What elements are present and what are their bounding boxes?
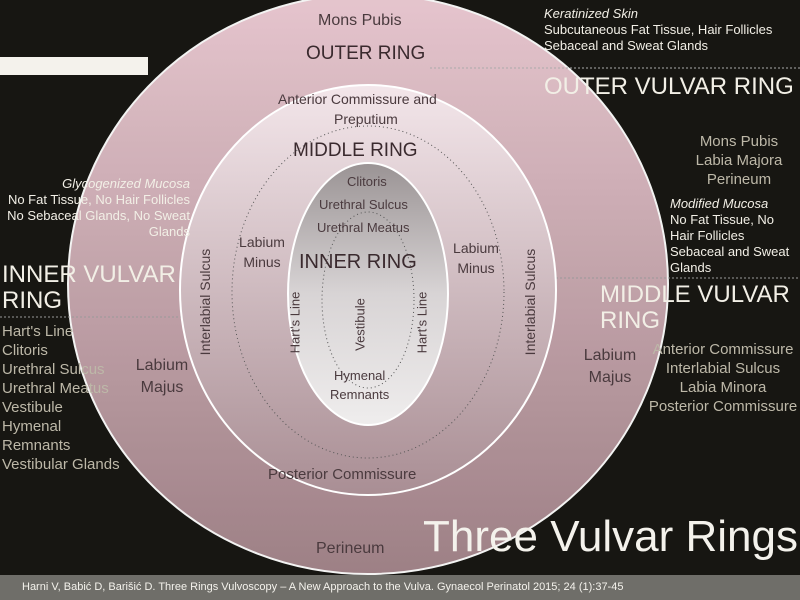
inner-vulvar-ring-heading: INNER VULVAR RING: [2, 261, 176, 314]
list-item: Perineum: [706, 171, 772, 188]
middle-dotted-line: [231, 125, 505, 459]
inner-ring: [287, 162, 449, 426]
perineum-label: Perineum: [316, 540, 385, 557]
urethral-sulcus-label: Urethral Sulcus: [319, 197, 408, 212]
inner-desc-line: No Sebaceal Glands, No Sweat Glands: [7, 208, 190, 239]
harts-line-right: Hart's Line: [414, 291, 430, 354]
labium-majus-right: Labium Majus: [583, 347, 637, 386]
middle-description: Modified Mucosa No Fat Tissue, No Hair F…: [670, 196, 798, 276]
outer-vulvar-ring-heading: OUTER VULVAR RING: [544, 73, 794, 100]
inner-desc-title: Glycogenized Mucosa: [62, 176, 190, 191]
urethral-meatus-label: Urethral Meatus: [317, 220, 410, 235]
outer-desc-title: Keratinized Skin: [544, 6, 638, 21]
hymenal-label: Hymenal: [334, 368, 386, 383]
middle-vulvar-ring-heading: MIDDLE VULVAR RING: [600, 281, 790, 334]
outer-list: Mons Pubis Labia Majora Perineum: [680, 132, 798, 189]
list-item: Vestibular Glands: [2, 456, 120, 473]
middle-ring-label: MIDDLE RING: [293, 140, 418, 161]
labium-majus-left: Labium Majus: [135, 357, 189, 396]
labium-minus-left: Labium Minus: [239, 234, 285, 270]
list-item: Labia Majora: [695, 152, 783, 169]
interlabial-sulcus-right: Interlabial Sulcus: [522, 248, 538, 356]
inner-description: Glycogenized Mucosa No Fat Tissue, No Ha…: [2, 176, 190, 240]
outer-ring-label: OUTER RING: [306, 43, 426, 64]
middle-desc-line: Sebaceal and Sweat Glands: [670, 244, 790, 275]
list-item: Anterior Commissure: [652, 341, 794, 358]
list-item: Interlabial Sulcus: [665, 360, 781, 377]
inner-desc-line: No Fat Tissue, No Hair Follicles: [7, 192, 190, 207]
preputium-label: Preputium: [334, 111, 398, 127]
vestibule-label: Vestibule: [352, 298, 368, 351]
outer-desc-line: Subcutaneous Fat Tissue, Hair Follicles: [544, 22, 773, 37]
list-item: Vestibule: [2, 399, 63, 416]
citation-footer: Harni V, Babić D, Barišić D. Three Rings…: [0, 575, 800, 600]
posterior-commissure-label: Posterior Commissure: [268, 466, 417, 483]
interlabial-sulcus-left: Interlabial Sulcus: [197, 248, 213, 356]
anterior-commissure-label: Anterior Commissure and: [278, 91, 437, 107]
slide-title: Three Vulvar Rings: [423, 512, 798, 561]
list-item: Posterior Commissure: [648, 398, 798, 415]
list-item: Hart's Line: [2, 323, 74, 340]
middle-list: Anterior Commissure Interlabial Sulcus L…: [648, 340, 798, 416]
harts-line: [321, 211, 415, 389]
inner-ring-label: INNER RING: [299, 251, 417, 273]
clitoris-label: Clitoris: [347, 174, 387, 189]
outer-desc-line: Sebaceal and Sweat Glands: [544, 38, 709, 53]
list-item: Hymenal Remnants: [2, 418, 71, 454]
middle-desc-title: Modified Mucosa: [670, 196, 769, 211]
list-item: Urethral Sulcus: [2, 361, 105, 378]
middle-desc-line: No Fat Tissue, No Hair Follicles: [670, 212, 775, 243]
list-item: Urethral Meatus: [2, 380, 109, 397]
mons-pubis-label: Mons Pubis: [318, 12, 402, 29]
remnants-label: Remnants: [330, 387, 390, 402]
labium-minus-right: Labium Minus: [453, 240, 499, 276]
list-item: Clitoris: [2, 342, 48, 359]
harts-line-left: Hart's Line: [287, 291, 303, 354]
list-item: Mons Pubis: [699, 133, 779, 150]
inner-list: Hart's Line Clitoris Urethral Sulcus Ure…: [2, 322, 128, 474]
list-item: Labia Minora: [679, 379, 767, 396]
white-bar: [0, 57, 148, 75]
outer-description: Keratinized Skin Subcutaneous Fat Tissue…: [544, 6, 798, 54]
